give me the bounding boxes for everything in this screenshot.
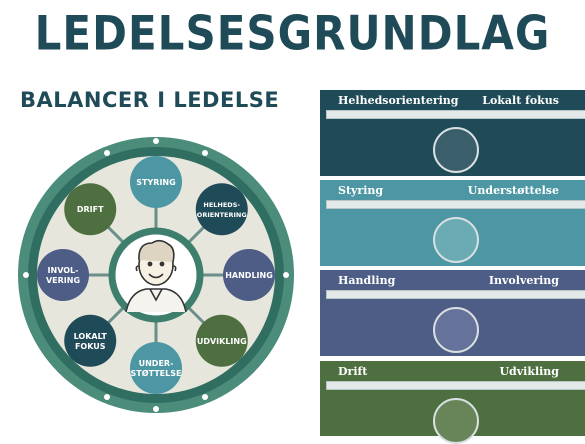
node-label-styring: STYRING: [136, 178, 175, 187]
person-illustration: [125, 239, 187, 313]
node-label-lokalt-fokus: FOKUS: [75, 342, 106, 351]
balance-wheel: STYRING HELHEDS- ORIENTERING HANDLING UDVIKL…: [18, 137, 294, 413]
node-lokalt-fokus: [64, 314, 117, 367]
node-label-understottelse: UNDER-: [139, 359, 174, 368]
panel-right-label: Involvering: [488, 274, 559, 287]
node-understottelse: [130, 342, 182, 394]
balance-panel: Helhedsorientering Lokalt fokus: [320, 90, 585, 176]
node-label-handling: HANDLING: [225, 271, 273, 280]
node-label-understottelse: STØTTELSE: [131, 368, 182, 378]
node-label-drift: DRIFT: [77, 205, 104, 214]
balance-slider-track[interactable]: [326, 381, 585, 390]
balance-slider-knob[interactable]: [432, 398, 479, 444]
balance-slider-knob[interactable]: [432, 307, 479, 353]
section-subtitle: BALANCER I LEDELSE: [20, 88, 280, 112]
balance-panel: Drift Udvikling: [320, 361, 585, 444]
balance-panel: Styring Understøttelse: [320, 180, 585, 266]
node-helhedsorientering: [195, 183, 248, 236]
panel-right-label: Udvikling: [499, 365, 559, 378]
node-label-helhedsorientering: ORIENTERING: [197, 211, 247, 219]
balance-slider-track[interactable]: [326, 200, 585, 209]
panel-left-label: Helhedsorientering: [338, 94, 459, 107]
panel-right-label: Lokalt fokus: [482, 94, 559, 107]
panel-right-label: Understøttelse: [467, 184, 559, 197]
node-udvikling: [195, 314, 248, 367]
node-involvering: [37, 249, 89, 301]
panel-left-label: Handling: [338, 274, 396, 287]
node-styring: [130, 156, 182, 208]
wheel-nodes: STYRING HELHEDS- ORIENTERING HANDLING UDVIKL…: [37, 156, 275, 394]
node-label-involvering: VERING: [46, 276, 80, 285]
panel-left-label: Styring: [338, 184, 384, 197]
balance-slider-track[interactable]: [326, 290, 585, 299]
node-label-helhedsorientering: HELHEDS-: [203, 201, 240, 209]
node-label-udvikling: UDVIKLING: [197, 337, 247, 346]
rim-dots: [23, 138, 289, 412]
balance-slider-knob[interactable]: [432, 127, 479, 173]
balance-slider-track[interactable]: [326, 110, 585, 119]
page-title: LEDELSESGRUNDLAG: [34, 6, 551, 61]
node-drift: [64, 183, 117, 236]
panel-left-label: Drift: [338, 365, 368, 378]
node-handling: [223, 249, 275, 301]
balance-slider-knob[interactable]: [432, 217, 479, 263]
node-label-involvering: INVOL-: [48, 266, 79, 275]
balance-panel: Handling Involvering: [320, 270, 585, 356]
node-label-lokalt-fokus: LOKALT: [74, 332, 108, 341]
